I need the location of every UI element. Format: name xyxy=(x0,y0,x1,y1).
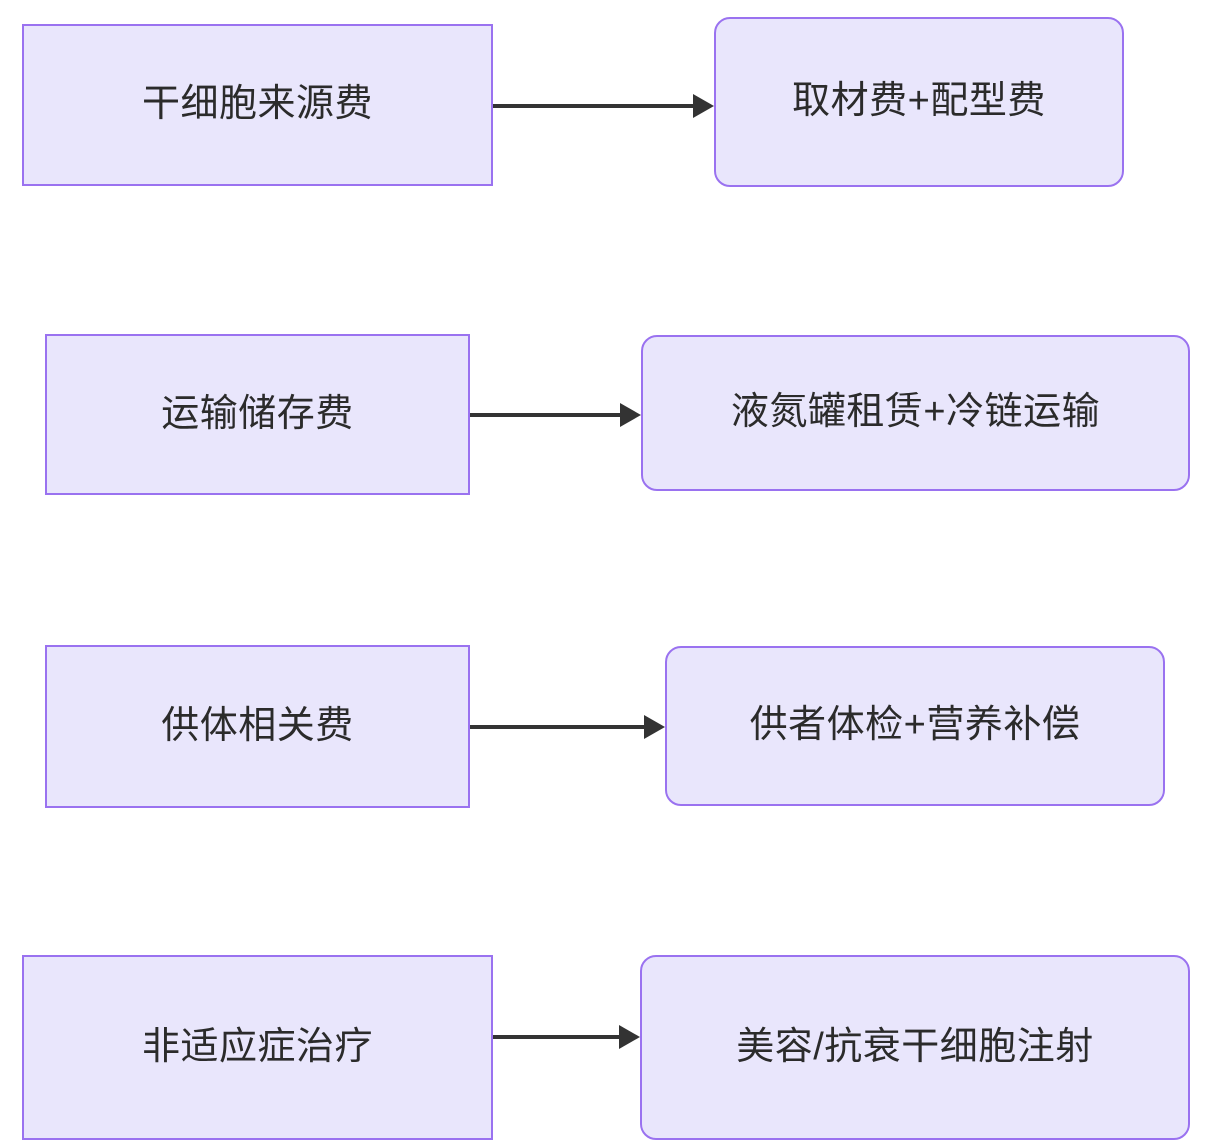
edge-4 xyxy=(493,1017,640,1057)
edge-3-arrowhead-icon xyxy=(644,715,665,739)
node-source-2-label: 运输储存费 xyxy=(161,392,354,435)
node-source-4[interactable]: 非适应症治疗 xyxy=(22,955,493,1140)
node-target-4-label: 美容/抗衰干细胞注射 xyxy=(736,1025,1094,1068)
node-target-2[interactable]: 液氮罐租赁+冷链运输 xyxy=(641,335,1190,491)
node-target-3-label: 供者体检+营养补偿 xyxy=(749,704,1081,747)
node-target-4[interactable]: 美容/抗衰干细胞注射 xyxy=(640,955,1190,1140)
edge-2 xyxy=(470,395,641,435)
node-source-3-label: 供体相关费 xyxy=(161,704,354,747)
edge-3 xyxy=(470,707,665,747)
node-target-1[interactable]: 取材费+配型费 xyxy=(714,17,1124,187)
edge-1 xyxy=(493,86,714,126)
node-target-2-label: 液氮罐租赁+冷链运输 xyxy=(730,391,1101,434)
node-source-2[interactable]: 运输储存费 xyxy=(45,334,470,495)
node-target-1-label: 取材费+配型费 xyxy=(792,80,1046,123)
node-source-4-label: 非适应症治疗 xyxy=(141,1025,373,1068)
node-target-3[interactable]: 供者体检+营养补偿 xyxy=(665,646,1165,806)
node-source-1-label: 干细胞来源费 xyxy=(141,83,373,126)
node-source-3[interactable]: 供体相关费 xyxy=(45,645,470,808)
node-source-1[interactable]: 干细胞来源费 xyxy=(22,24,493,186)
edge-2-arrowhead-icon xyxy=(620,403,641,427)
edge-1-arrowhead-icon xyxy=(693,94,714,118)
edge-4-arrowhead-icon xyxy=(619,1025,640,1049)
